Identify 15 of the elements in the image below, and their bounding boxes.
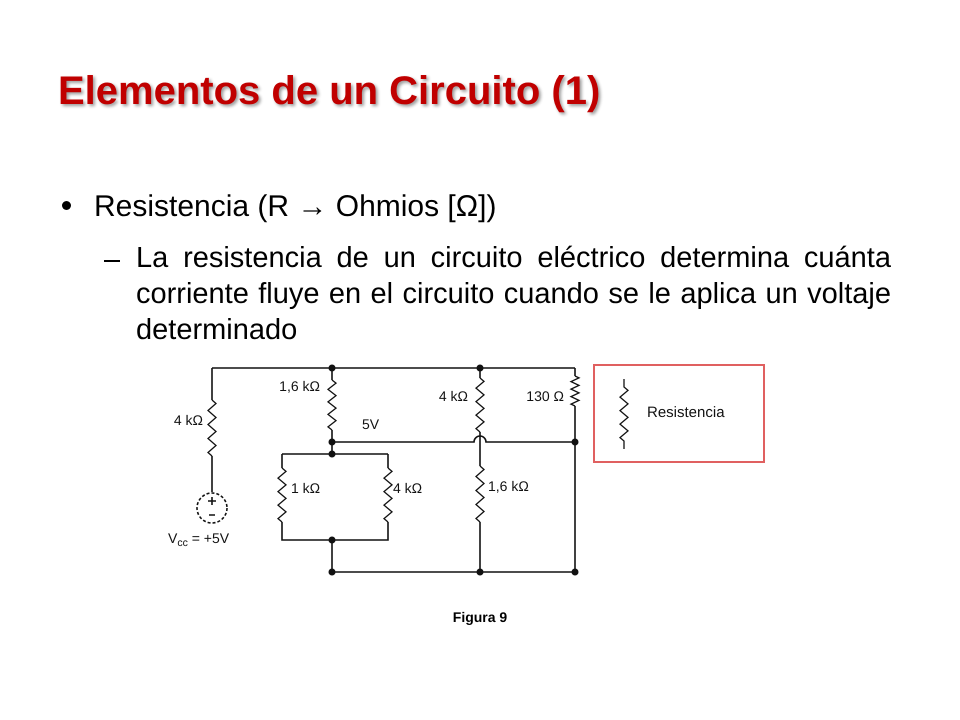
- component-label: 130 Ω: [526, 387, 564, 405]
- bullet-text: Resistencia (R → Ohmios [Ω]): [94, 189, 497, 225]
- figure-caption: Figura 9: [452, 608, 508, 627]
- slide-title: Elementos de un Circuito (1): [58, 68, 600, 115]
- legend-box: [593, 364, 765, 463]
- component-label: 4 kΩ: [174, 411, 203, 429]
- component-label: 4 kΩ: [393, 479, 422, 497]
- component-label: 1,6 kΩ: [279, 377, 320, 395]
- component-label: 1 kΩ: [291, 479, 320, 497]
- legend-text: Resistencia: [647, 403, 725, 424]
- component-label: 5V: [362, 415, 380, 433]
- component-label: V$_{cc}$ = +5V: [168, 529, 230, 547]
- sub-bullet-text: La resistencia de un circuito eléctrico determina cuánta corriente fluye en el circuito cuando se le aplica un voltaje determinado: [136, 241, 891, 348]
- component-label: 1,6 kΩ: [488, 477, 529, 495]
- component-label: 4 kΩ: [438, 387, 468, 405]
